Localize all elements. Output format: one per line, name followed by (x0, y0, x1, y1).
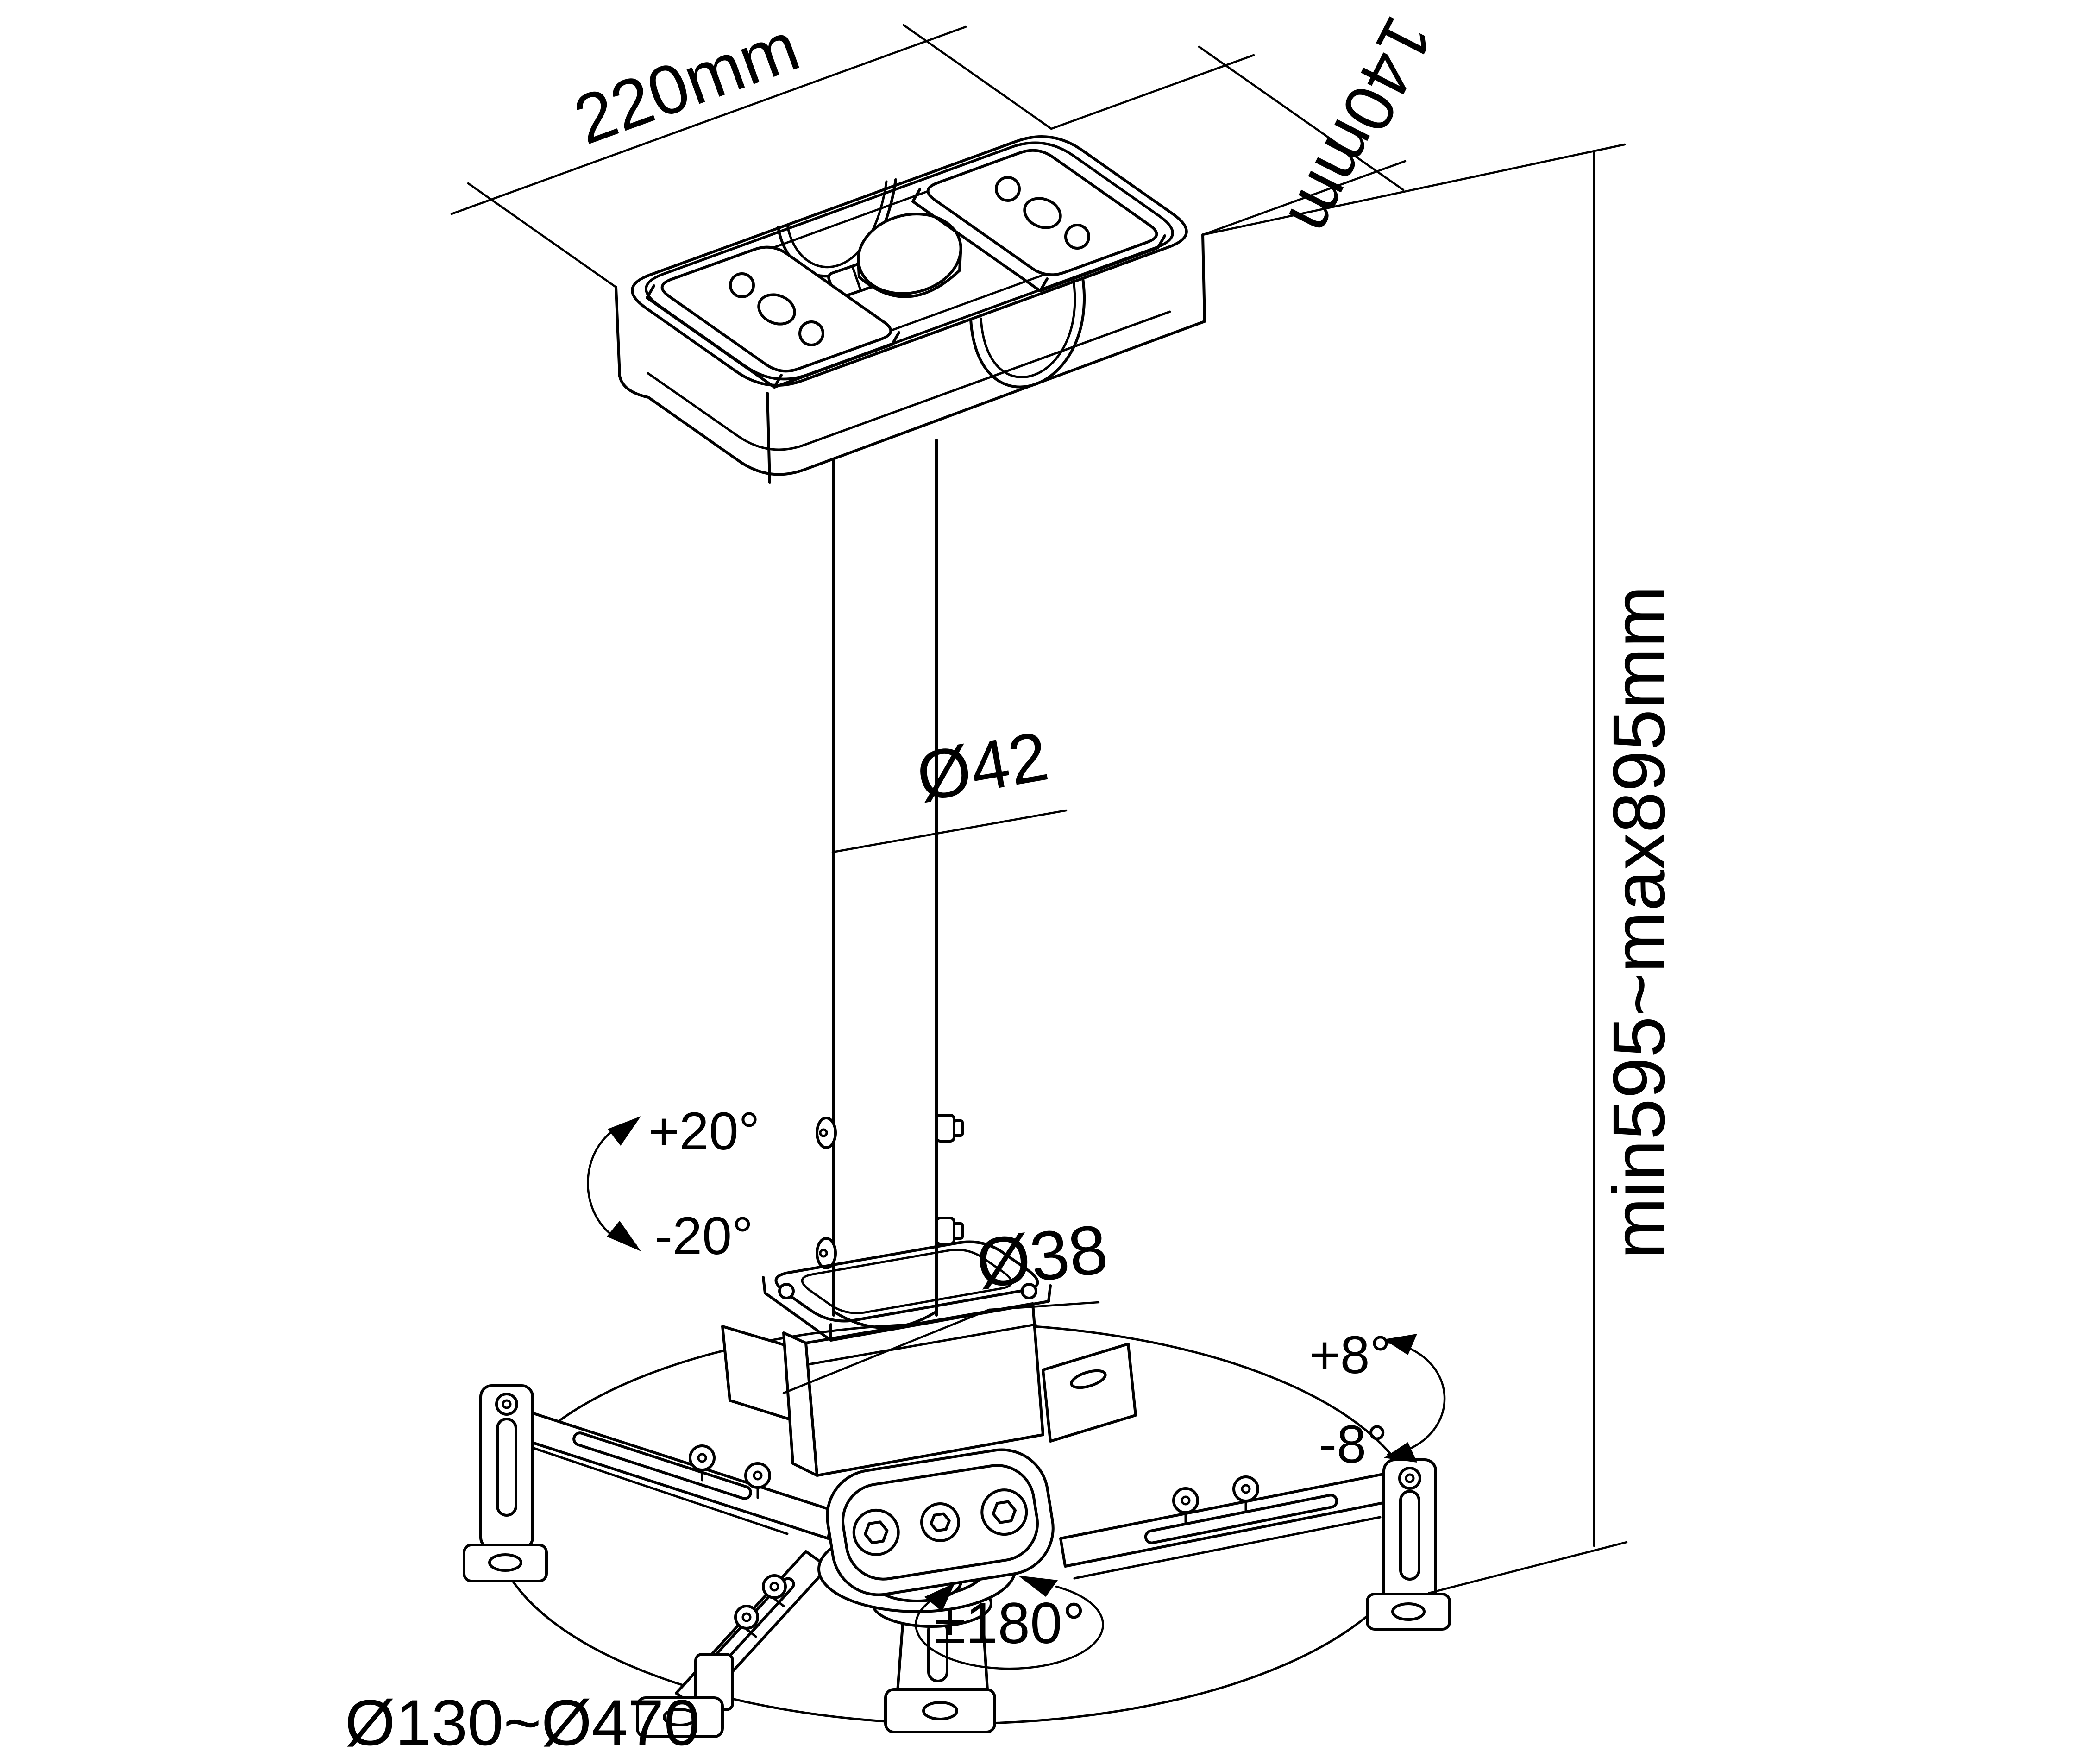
dim-width-label: 220mm (564, 7, 808, 159)
mounting-pole (816, 439, 964, 1329)
tilt-arrow-up-icon (608, 1116, 641, 1146)
ceiling-plate-front-cutout (969, 277, 1086, 389)
tilt-adjustment-annotation: +20° -20° (587, 1102, 760, 1266)
tilt-arrow-down-icon (607, 1221, 641, 1251)
label-roll-down: -8° (1319, 1415, 1388, 1474)
ceiling-plate-rail-left (646, 245, 900, 389)
pole-clamp-head (721, 1302, 1137, 1477)
pole-bolt-right-upper (935, 1114, 964, 1143)
dim-depth-label: 140mm (1274, 5, 1448, 247)
projector-plate (826, 1448, 1055, 1596)
spider-arm-upper-left (502, 1404, 835, 1540)
pole-bolt-left-lower (816, 1237, 837, 1269)
ceiling-plate (615, 137, 1206, 484)
ceiling-plate-rail-right (911, 149, 1166, 292)
pole-bolt-left-upper (816, 1117, 837, 1149)
dim-height-label: min595~max895mm (1597, 586, 1680, 1259)
dim-height-range: min595~max895mm (1201, 143, 1680, 1595)
roll-adjustment-annotation: +8° -8° (1309, 1325, 1446, 1474)
label-tilt-up: +20° (648, 1102, 760, 1161)
pole-bolt-right-lower (935, 1217, 964, 1245)
spider-foot-upper-left (463, 1384, 548, 1582)
label-arm-circle: Ø130~Ø470 (345, 1686, 700, 1759)
label-swivel-rotation: ±180° (934, 1591, 1085, 1656)
swivel-arrow-right-icon (1018, 1576, 1058, 1597)
label-head-diameter: Ø38 (972, 1210, 1112, 1303)
swivel-arrow-left-icon (924, 1583, 955, 1612)
label-tilt-down: -20° (655, 1206, 753, 1266)
spider-foot-lower-left (636, 1696, 724, 1738)
spider-arm-down (884, 1601, 996, 1733)
ceiling-plate-boss (857, 213, 962, 298)
label-roll-up: +8° (1309, 1325, 1391, 1385)
leader-head-diameter: Ø38 (782, 1210, 1112, 1394)
roll-arrow-down-icon (1384, 1442, 1417, 1463)
spider-foot-right (1366, 1458, 1451, 1631)
spider-arm-right (1059, 1466, 1424, 1580)
roll-arrow-up-icon (1384, 1334, 1417, 1355)
swivel-adjustment-annotation: ±180° (915, 1576, 1104, 1670)
